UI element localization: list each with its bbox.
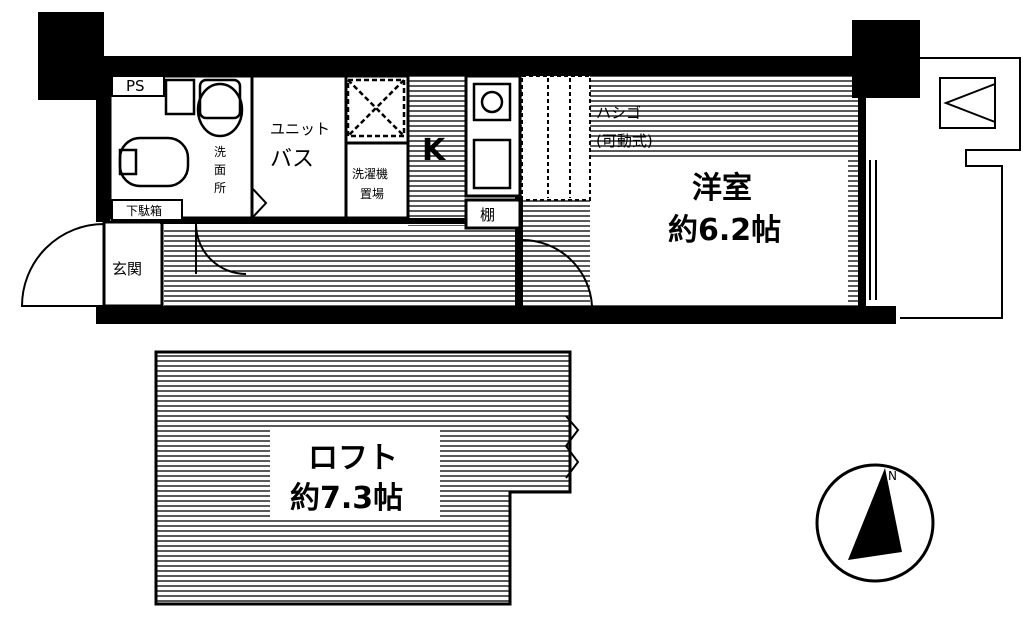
interior-rooms — [102, 74, 522, 308]
ladder-label-1: ハシゴ — [596, 104, 641, 122]
loft-label-area — [270, 430, 440, 520]
western-room-size: 約6.2帖 — [668, 213, 781, 248]
loft-window — [564, 415, 580, 479]
washroom-room — [108, 74, 254, 220]
kitchen-sink-icon — [472, 138, 512, 190]
shelf-label: 棚 — [480, 206, 495, 224]
loft-name: ロフト — [308, 441, 398, 476]
compass-icon — [815, 463, 935, 583]
entrance-label: 玄関 — [112, 260, 142, 278]
washroom-label-1: 洗 — [214, 145, 226, 159]
western-room-floor — [590, 160, 848, 305]
washer-label-1: 洗濯機 — [352, 166, 388, 181]
outdoor-unit — [939, 77, 996, 129]
doors — [20, 187, 593, 307]
compass-north-label: N — [888, 469, 897, 483]
kitchen-label: K — [422, 133, 447, 168]
ladder-area — [521, 75, 591, 201]
unit-bath-label-2: バス — [270, 147, 314, 172]
balcony — [900, 57, 1021, 319]
inner-door-swing — [195, 223, 247, 275]
ladder-label-2: (可動式) — [596, 132, 653, 150]
room-door-swing — [521, 238, 593, 307]
sink-icon — [196, 82, 244, 138]
washer-label-2: 置場 — [360, 187, 384, 201]
loft-size: 約7.3帖 — [290, 481, 403, 516]
stove-icon — [472, 82, 512, 122]
washroom-label-2: 面 — [214, 163, 226, 177]
shoe-box-label: 下駄箱 — [126, 203, 162, 218]
fixtures — [111, 75, 522, 230]
ps-box — [164, 78, 196, 116]
window-right — [869, 160, 877, 300]
storage-box — [346, 78, 406, 138]
unit-bath-label-1: ユニット — [270, 120, 330, 138]
front-door-swing — [20, 223, 105, 307]
western-room-name: 洋室 — [692, 171, 752, 206]
walls — [38, 12, 920, 324]
ps-label: PS — [126, 77, 145, 95]
washroom-label-3: 所 — [214, 181, 226, 195]
bath-door — [251, 187, 268, 219]
